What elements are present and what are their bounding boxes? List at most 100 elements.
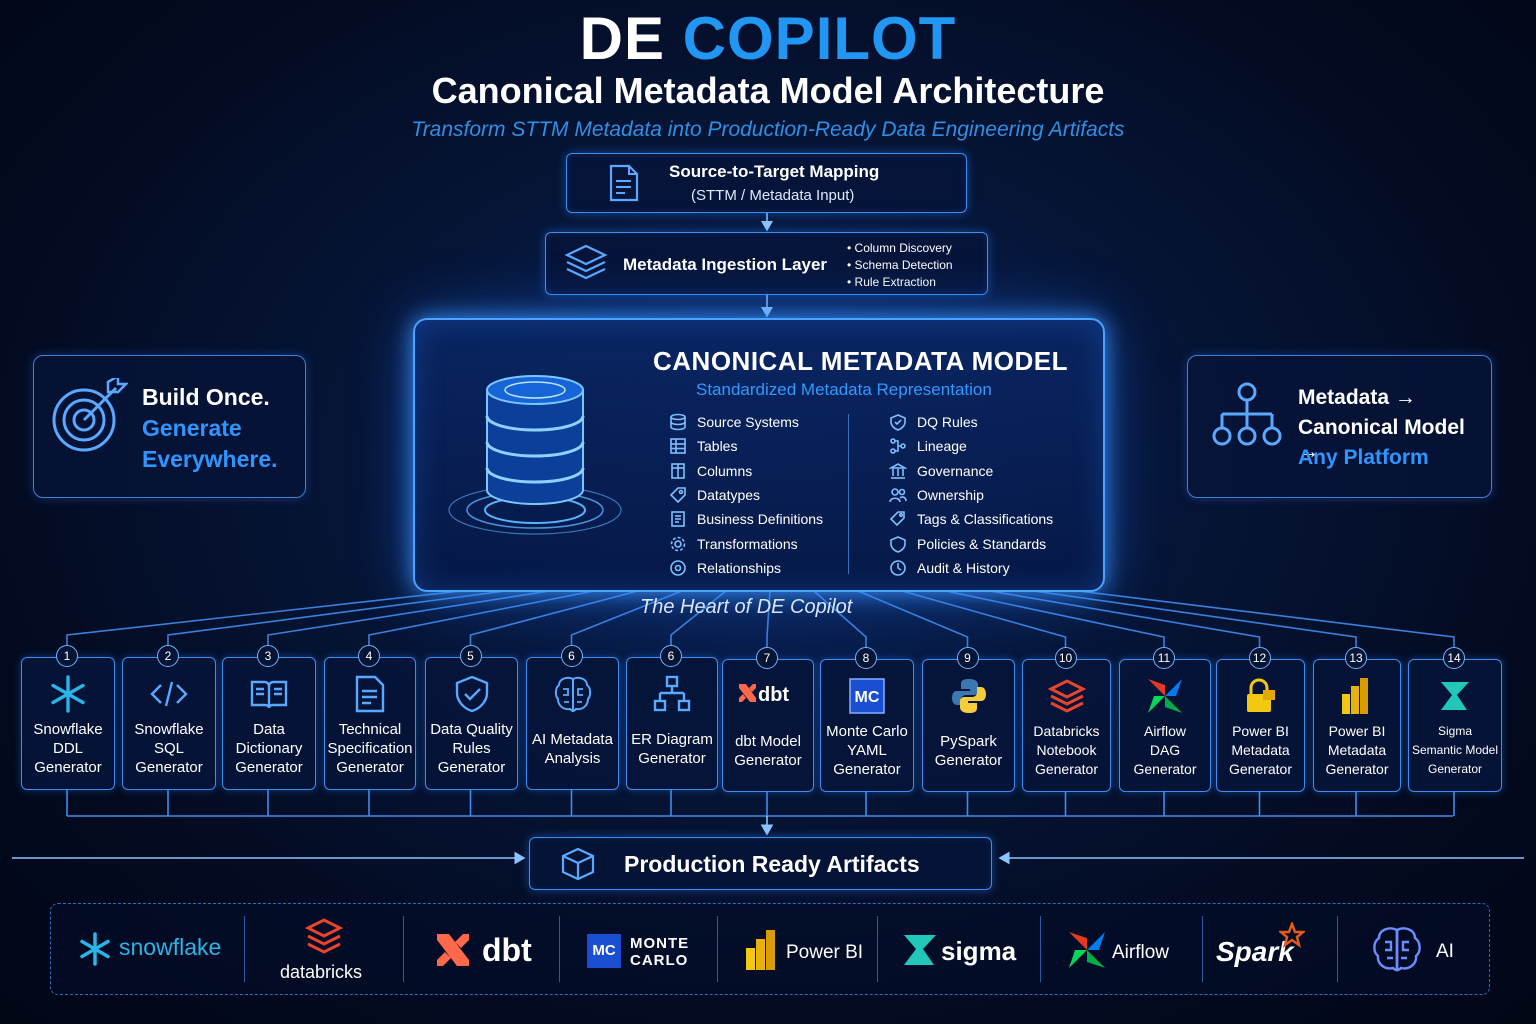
title-part-copilot: COPILOT <box>682 5 957 72</box>
generator-label-line: Sigma <box>1437 724 1472 738</box>
canonical-list-label: Source Systems <box>697 414 799 430</box>
generator-label-line: Generator <box>934 752 1003 769</box>
tag-icon <box>669 487 686 504</box>
snowflake-icon <box>51 675 85 713</box>
logo-divider <box>1202 916 1203 982</box>
fan-line <box>267 589 556 645</box>
platform-logos-strip: snowflake databricks dbt MC MONTE CARLO … <box>50 903 1490 995</box>
layers-icon <box>564 244 608 280</box>
governance-icon <box>889 462 907 479</box>
canonical-list-label: Policies & Standards <box>917 535 1047 552</box>
artifacts-title: Production Ready Artifacts <box>624 851 920 877</box>
tags-icon <box>889 511 905 527</box>
canonical-list-label: Governance <box>917 462 994 479</box>
artifacts-box: Production Ready Artifacts <box>529 837 992 890</box>
generator-label-line: dbt Model <box>735 733 801 750</box>
sttm-box: Source-to-Target Mapping (STTM / Metadat… <box>566 153 967 213</box>
generator-number-badge: 13 <box>1345 647 1367 669</box>
generator-label-line: Generator <box>135 759 203 776</box>
policy-icon <box>890 535 906 553</box>
generator-label-line: Generator <box>1133 761 1197 777</box>
page-tagline: Transform STTM Metadata into Production-… <box>411 118 1125 141</box>
databricks-logo-icon <box>1047 679 1086 713</box>
canonical-list-label: Audit & History <box>917 559 1010 576</box>
generator-label-line: Analysis <box>544 750 601 767</box>
fan-line <box>898 589 1067 647</box>
fan-line <box>766 589 771 647</box>
logo-ai: AI <box>1436 941 1454 962</box>
generator-label-line: DDL <box>52 740 83 757</box>
canonical-subtitle: Standardized Metadata Representation <box>696 380 992 399</box>
generator-label-line: Power BI <box>1232 723 1289 739</box>
mc-badge-text: MC <box>592 942 616 959</box>
generator-label-line: Snowflake <box>33 721 103 738</box>
generator-label-line: Generator <box>734 752 802 769</box>
sttm-title: Source-to-Target Mapping <box>669 162 880 181</box>
generator-label-line: Metadata <box>1231 742 1290 758</box>
brain-icon <box>554 676 591 713</box>
generator-label-line: Airflow <box>1143 723 1186 739</box>
generator-label-line: Generator <box>34 759 102 776</box>
ingestion-box: Metadata Ingestion Layer • Column Discov… <box>545 232 988 295</box>
logo-divider <box>1337 916 1338 982</box>
generator-label-line: Generator <box>235 759 303 776</box>
fan-line <box>469 589 642 645</box>
generator-label-line: PySpark <box>940 733 997 750</box>
snowflake-logo-icon <box>80 932 110 966</box>
generator-label-line: Metadata <box>1327 742 1387 758</box>
fan-line <box>1027 589 1357 647</box>
target-icon <box>52 378 128 452</box>
generator-drop-lines <box>66 788 1455 816</box>
airflow-logo-icon <box>1069 932 1105 968</box>
generator-label-line: Data Quality <box>430 721 513 738</box>
generator-number-badge: 3 <box>257 645 279 667</box>
logo-sigma: sigma <box>941 936 1017 966</box>
generator-label-line: Generator <box>1228 761 1293 777</box>
generator-number-badge: 8 <box>855 647 877 669</box>
generator-label-line: Generator <box>638 750 706 767</box>
logo-dbt: dbt <box>482 932 532 968</box>
generator-label-line: Specification <box>327 740 413 757</box>
logo-spark: Spark <box>1216 936 1294 967</box>
generator-number-badge: 10 <box>1054 647 1077 669</box>
fan-line <box>984 589 1261 647</box>
title-part-de: DE <box>579 5 665 72</box>
generator-label-line: Technical <box>338 721 402 738</box>
generator-number-badge: 6 <box>660 645 682 667</box>
generator-number-badge: 11 <box>1153 647 1175 669</box>
spark-star-icon <box>1279 922 1305 948</box>
logo-divider <box>244 916 245 982</box>
generator-label-line: ER Diagram <box>631 731 713 748</box>
fan-line <box>570 589 685 645</box>
canonical-list-label: Tags & Classifications <box>917 511 1054 528</box>
any-platform-panel: Metadata → Canonical Model → Any Platfor… <box>1187 355 1492 498</box>
generator-label-line: Generator <box>336 759 404 776</box>
gear-icon <box>670 536 686 551</box>
dbt-logo-icon <box>437 934 469 966</box>
logo-snowflake: snowflake <box>119 934 222 960</box>
shield-small-icon <box>890 414 906 431</box>
generator-number-badge: 12 <box>1248 647 1271 669</box>
canonical-list-label: Transformations <box>697 535 798 552</box>
generator-number-badge: 5 <box>459 645 482 667</box>
fan-line <box>941 589 1165 647</box>
generator-number-badge: 14 <box>1443 647 1465 669</box>
